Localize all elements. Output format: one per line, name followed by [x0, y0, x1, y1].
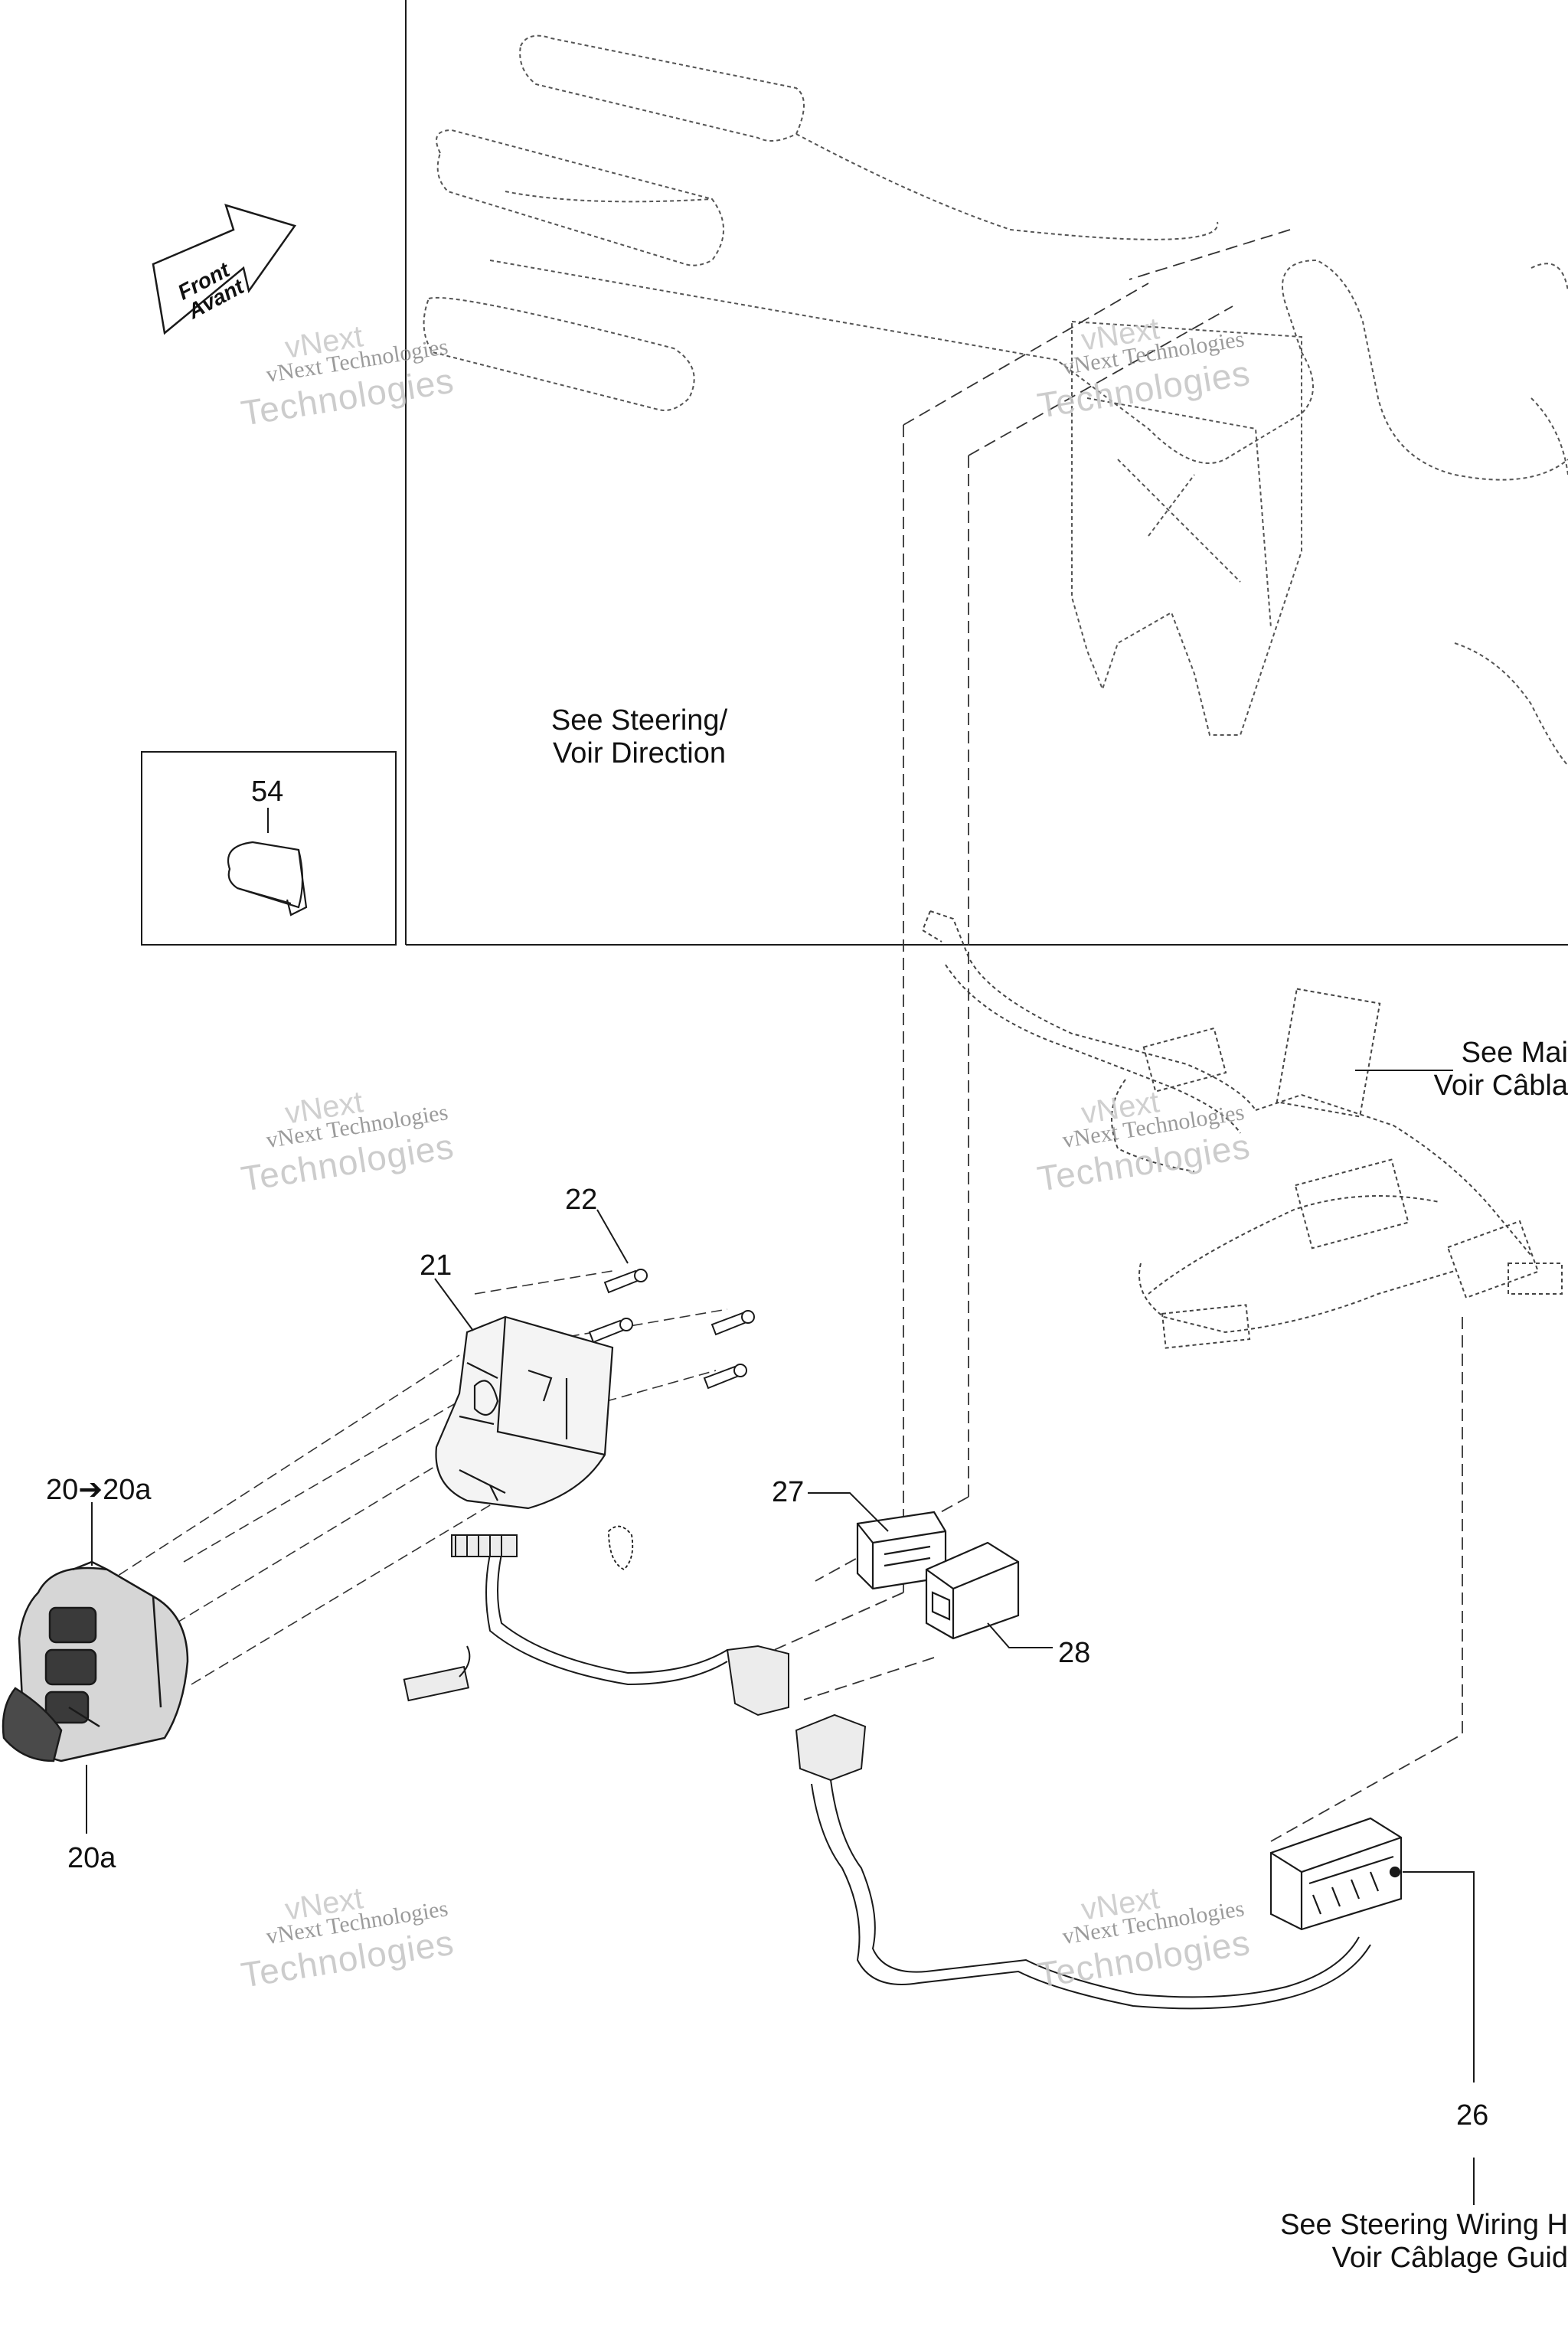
inset-box-54: [141, 751, 397, 946]
small-clip: [608, 1525, 634, 1571]
guide-lines: [765, 229, 1463, 1842]
callout-20a: 20a: [67, 1842, 116, 1874]
part-54: [227, 841, 308, 916]
leader-lines: [86, 808, 1475, 2205]
part-26-module: [1269, 1817, 1403, 1931]
see-steering-line2: Voir Direction: [553, 737, 726, 769]
callout-28: 28: [1058, 1637, 1091, 1669]
part-guide-lines: [91, 1270, 728, 1685]
see-main-line2: Voir Câbla: [1433, 1069, 1568, 1102]
see-wiring-line2: Voir Câblage Guid: [1331, 2241, 1568, 2274]
see-steering-wiring-note: See Steering Wiring H Voir Câblage Guid: [1271, 2209, 1568, 2274]
callout-26: 26: [1456, 2099, 1489, 2132]
front-arrow-icon: [152, 204, 297, 335]
callout-21: 21: [420, 1250, 452, 1282]
part-22-pins: [588, 1269, 755, 1390]
main-harness: [921, 910, 1563, 1349]
part-28-connector: [925, 1541, 1020, 1640]
see-steering-line1: See Steering/: [550, 704, 728, 737]
see-main-line1: See Mai: [1461, 1037, 1568, 1069]
handlebar-ghost: [423, 34, 1568, 766]
part-20-switch-housing: [2, 1560, 189, 1762]
see-main-harness-note: See Mai Voir Câbla: [1424, 1037, 1568, 1102]
callout-27: 27: [772, 1476, 805, 1508]
callout-54: 54: [251, 776, 284, 808]
see-steering-note: See Steering/ Voir Direction: [528, 704, 750, 769]
part-21-housing: [435, 1315, 614, 1510]
harness-left: [403, 1534, 1371, 2010]
see-wiring-line1: See Steering Wiring H: [1280, 2209, 1568, 2241]
callout-22: 22: [565, 1184, 598, 1216]
callout-20: 20➔20a: [46, 1474, 152, 1506]
